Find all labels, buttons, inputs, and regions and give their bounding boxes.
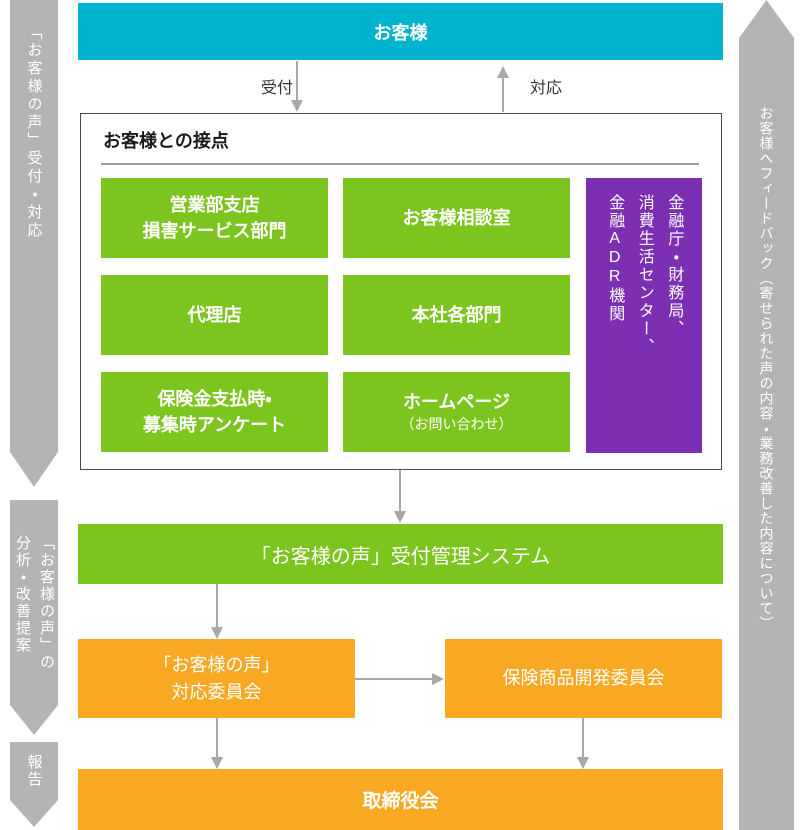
arrow-receive-down — [291, 61, 303, 112]
contact-box-sales-claims: 営業部支店 損害サービス部門 — [101, 178, 328, 258]
receive-label: 受付 — [260, 80, 293, 97]
external-authority-box: 金融庁・財務局、 消費生活センター、 金融ADR機関 — [586, 178, 702, 453]
arrow-voice-to-product-committee — [355, 673, 444, 685]
right-band-feedback-label: お客様へフィードバック（寄せられた声の内容・業務改善した内容について） — [758, 106, 775, 631]
product-development-committee-box: 保険商品開発委員会 — [445, 639, 722, 718]
arrow-respond-up — [497, 66, 509, 112]
contact-box-homepage-sublabel: （お問い合わせ） — [400, 416, 513, 433]
contact-box-homepage-label: ホームページ — [402, 392, 511, 413]
left-band-report-arrow: 報告 — [10, 742, 58, 827]
contact-section-title: お客様との接点 — [103, 131, 229, 151]
contact-box-homepage: ホームページ （お問い合わせ） — [343, 372, 570, 452]
left-band-report-label: 報告 — [25, 754, 43, 788]
arrow-contact-to-system — [394, 470, 406, 523]
left-band-reception-label: 「お客様の声」受付・対応 — [25, 24, 43, 240]
voice-reception-system-label: 「お客様の声」受付管理システム — [250, 545, 551, 568]
contact-box-survey: 保険金支払時・ 募集時アンケート — [101, 372, 328, 452]
arrow-system-to-voice-committee — [211, 584, 223, 639]
left-band-analysis-arrow: 「お客様の声」の 分析・改善提案 — [10, 500, 58, 735]
right-band-feedback-arrow: お客様へフィードバック（寄せられた声の内容・業務改善した内容について） — [739, 0, 794, 830]
respond-label: 対応 — [530, 80, 563, 97]
external-authority-label: 金融庁・財務局、 消費生活センター、 金融ADR機関 — [606, 194, 683, 356]
voice-response-committee-box: 「お客様の声」 対応委員会 — [78, 639, 355, 718]
voice-reception-system-bar: 「お客様の声」受付管理システム — [78, 524, 723, 584]
left-band-analysis-label: 「お客様の声」の 分析・改善提案 — [14, 534, 55, 671]
contact-box-agency: 代理店 — [101, 275, 328, 355]
left-band-reception-arrow: 「お客様の声」受付・対応 — [10, 0, 58, 487]
arrow-product-committee-to-board — [577, 718, 589, 769]
contact-box-consultation-office: お客様相談室 — [343, 178, 570, 258]
customer-contact-section: お客様との接点 営業部支店 損害サービス部門 お客様相談室 代理店 本社各部門 … — [80, 113, 722, 470]
customer-bar: お客様 — [78, 3, 723, 60]
customer-bar-label: お客様 — [373, 22, 428, 43]
board-of-directors-bar: 取締役会 — [78, 769, 723, 830]
contact-title-separator — [101, 163, 699, 165]
arrow-voice-committee-to-board — [211, 718, 223, 769]
board-of-directors-label: 取締役会 — [362, 791, 439, 812]
contact-box-head-office: 本社各部門 — [343, 275, 570, 355]
